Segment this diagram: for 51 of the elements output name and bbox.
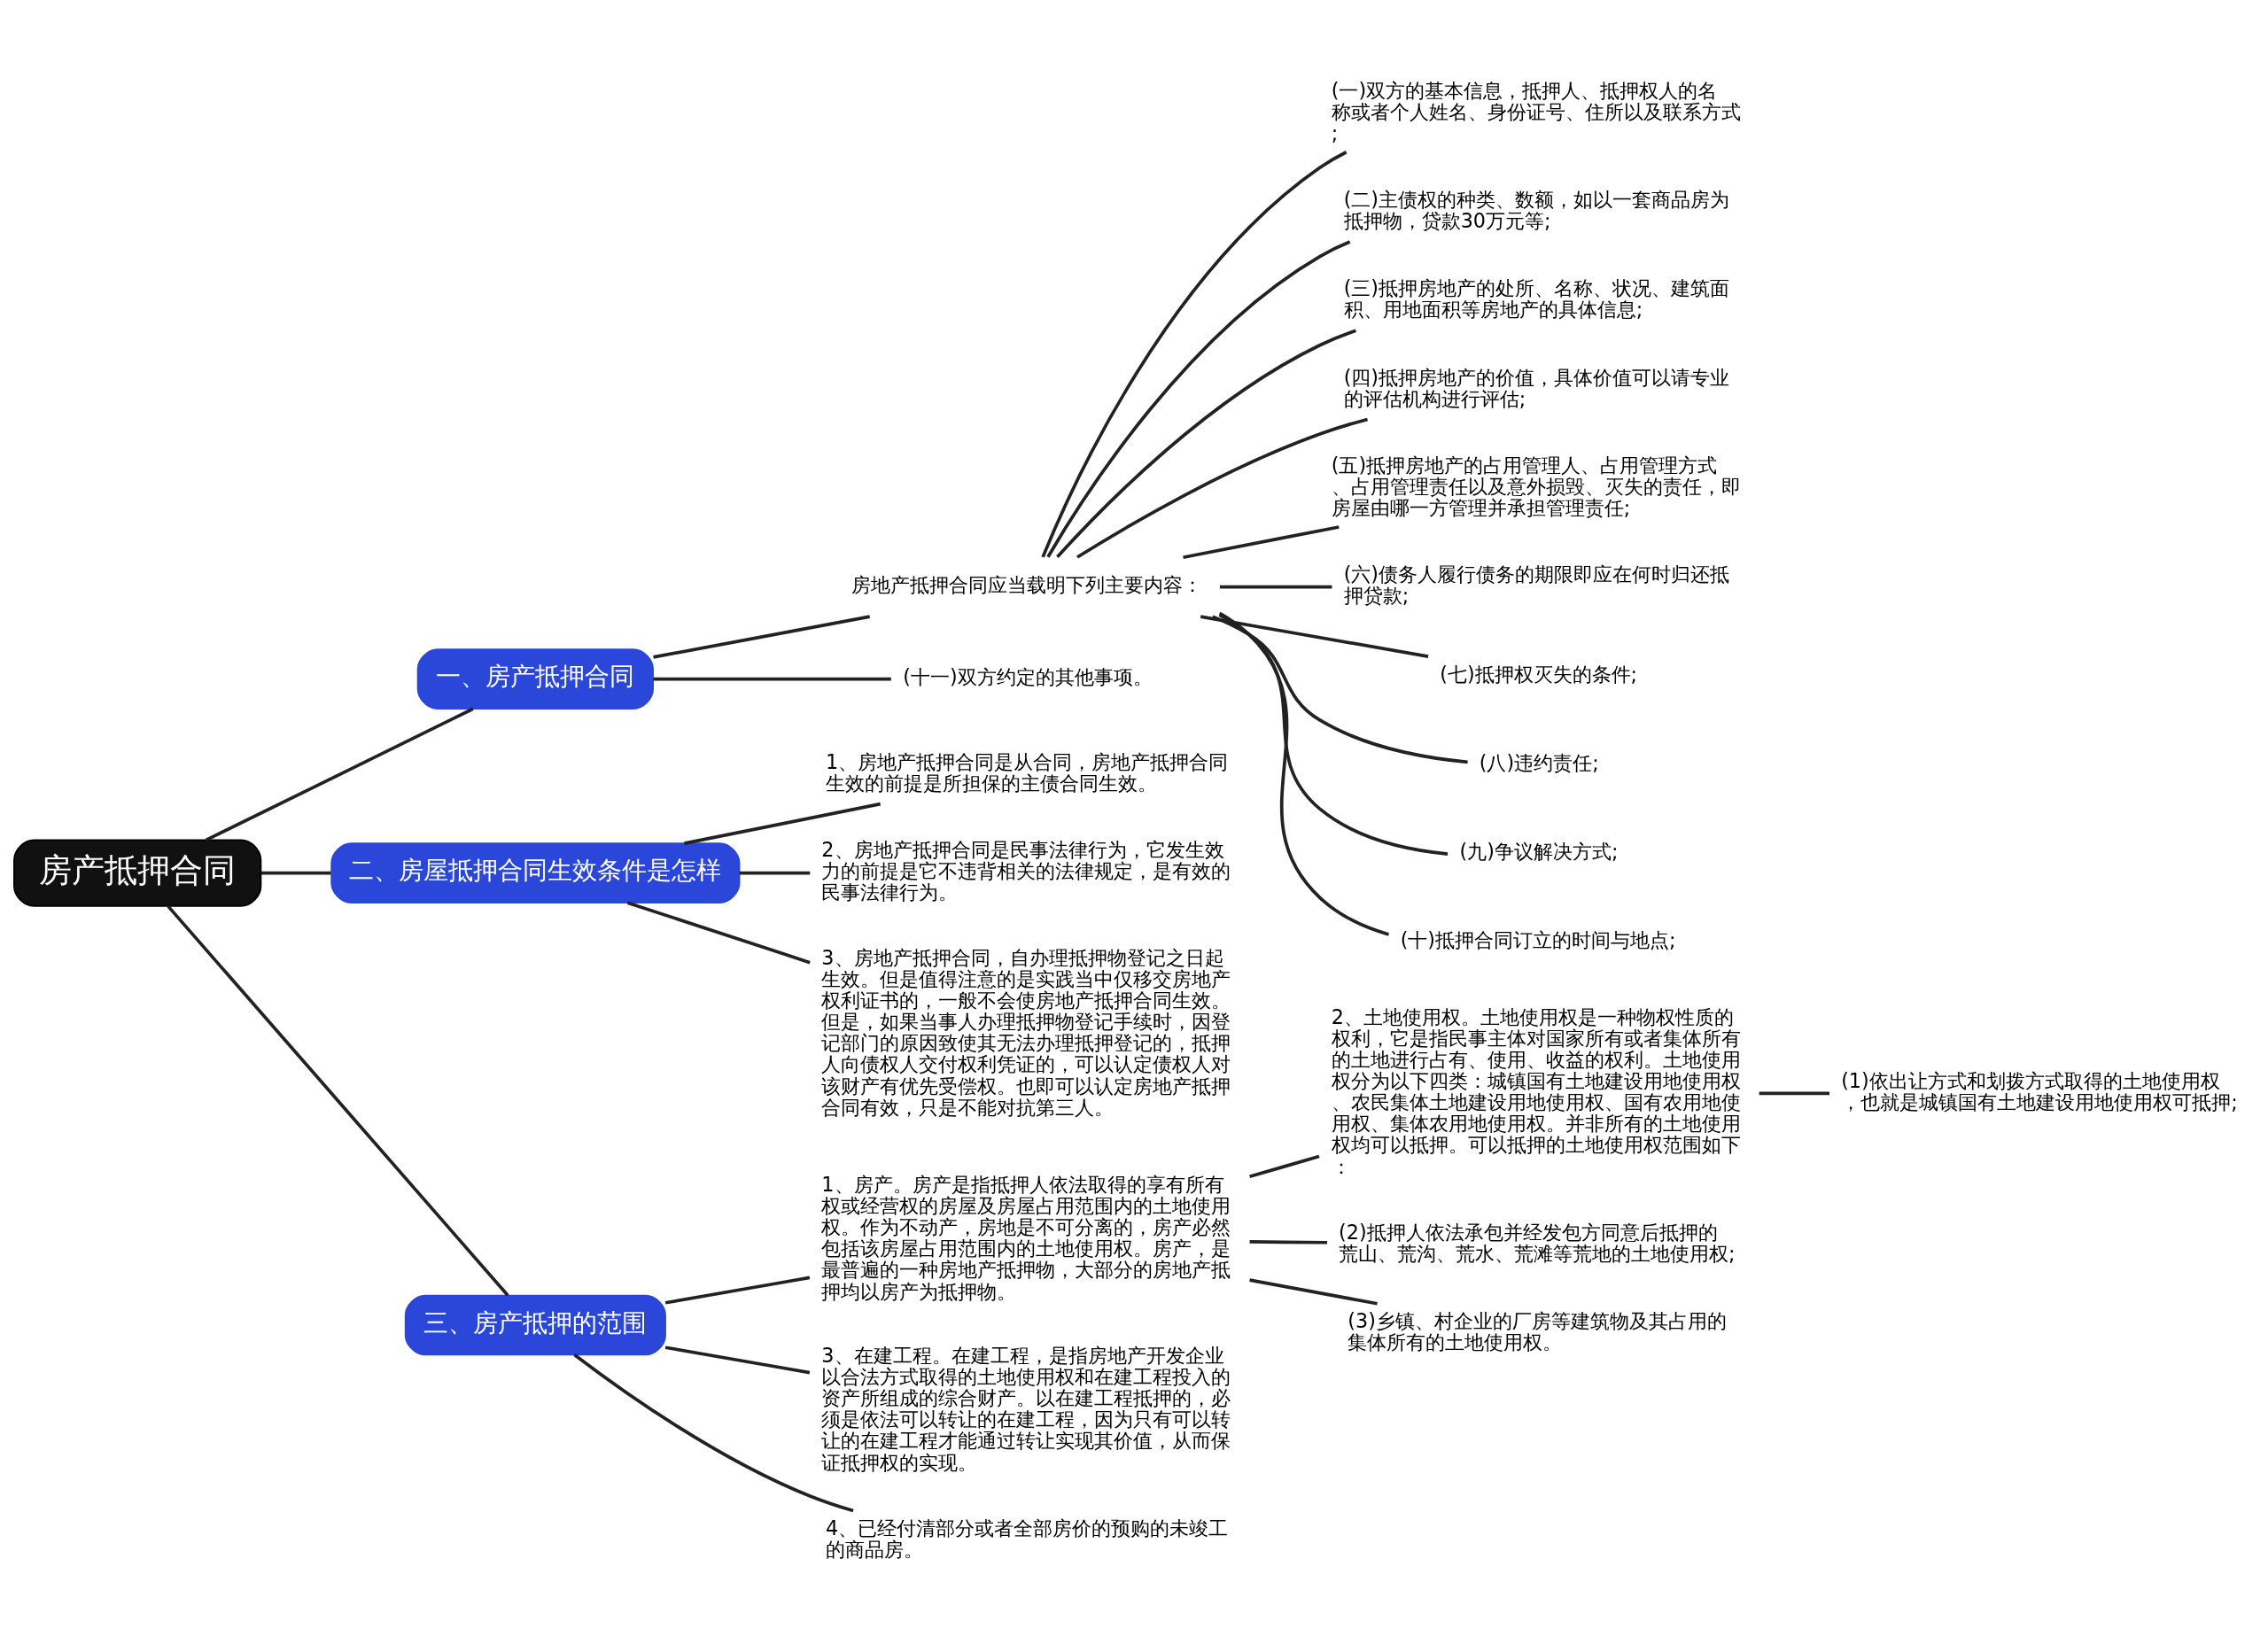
connector	[684, 802, 882, 845]
node-text: (六)债务人履行债务的期限即应在何时归还抵押贷款;	[1343, 562, 1730, 607]
connector	[1183, 524, 1340, 559]
connector	[1759, 1090, 1830, 1095]
node-box: 二、房屋抵押合同生效条件是怎样	[330, 841, 741, 903]
connector	[1046, 239, 1351, 558]
connector	[573, 1353, 854, 1512]
connector	[664, 1276, 811, 1305]
connector	[1218, 611, 1390, 936]
connector	[1218, 613, 1449, 856]
node-text: (1)依出让方式和划拨方式取得的土地使用权，也就是城镇国有土地建设用地使用权可抵押;	[1841, 1068, 2238, 1113]
node-text: 4、已经付清部分或者全部房价的预购的未竣工的商品房。	[825, 1516, 1229, 1561]
connector	[1219, 585, 1332, 588]
node-text: 3、在建工程。在建工程，是指房地产开发企业以合法方式取得的土地使用权和在建工程投入的资产所组成的综合财产。以在建工程抵押的，必须是依法可以转让的在建工程，因为只有可以转让的在建工程才能通过转让实现其价值，从而保证抵押权的实现。	[821, 1343, 1231, 1474]
node-text: (十一)双方约定的其他事项。	[903, 664, 1153, 688]
node-text: 2、土地使用权。土地使用权是一种物权性质的权利，它是指民事主体对国家所有或者集体所有的土地进行占有、使用、收益的权利。土地使用权分为以下四类：城镇国有土地建设用地使用权、农民集体土地建设用地使用权、国有农用地使用权、集体农用地使用权。并非所有的土地使用权均可以抵押。可以抵押的土地使用权范围如下：	[1331, 1004, 1741, 1178]
connector	[1249, 1154, 1320, 1178]
node-text: (二)主债权的种类、数额，如以一套商品房为抵押物，贷款30万元等;	[1343, 187, 1730, 232]
node-text: (八)违约责任;	[1479, 750, 1599, 774]
node-text: 房地产抵押合同应当载明下列主要内容：	[850, 572, 1202, 596]
node-text: (3)乡镇、村企业的厂房等建筑物及其占用的集体所有的土地使用权。	[1348, 1308, 1727, 1353]
connector	[664, 1345, 811, 1374]
node-text: 3、房地产抵押合同，自办理抵押物登记之日起生效。但是值得注意的是实践当中仅移交房地产权利证书的，一般不会使房地产抵押合同生效。但是，如果当事人办理抵押物登记手续时，因登记部门的原因致使其无法办理抵押登记的，抵押人向债权人交付权利凭证的，可以认定债权人对该财产有优先受偿权。也即可以认定房地产抵押合同有效，只是不能对抗第三人。	[821, 945, 1231, 1119]
connector	[653, 677, 891, 680]
connector	[1056, 329, 1357, 558]
node-text: (九)争议解决方式;	[1459, 839, 1619, 863]
connector	[626, 900, 811, 964]
node-box: 房产抵押合同	[13, 839, 262, 907]
connector	[1200, 614, 1429, 658]
node-text: (2)抵押人依法承包并经发包方同意后抵押的荒山、荒沟、荒水、荒滩等荒地的土地使用权;	[1339, 1220, 1736, 1265]
connector	[1249, 1239, 1328, 1245]
connector	[1076, 417, 1369, 559]
connector	[1212, 614, 1468, 764]
node-text: (一)双方的基本信息，抵押人、抵押权人的名称或者个人姓名、身份证号、住所以及联系方式;	[1331, 78, 1741, 144]
node-text: (七)抵押权灭失的条件;	[1440, 662, 1638, 686]
connector	[1041, 150, 1348, 558]
connector	[1249, 1277, 1378, 1306]
node-text: (十)抵押合同订立的时间与地点;	[1400, 927, 1676, 951]
connector	[260, 871, 331, 874]
node-text: (四)抵押房地产的价值，具体价值可以请专业的评估机构进行评估;	[1343, 365, 1730, 410]
connector	[739, 871, 811, 874]
node-text: 1、房地产抵押合同是从合同，房地产抵押合同生效的前提是所担保的主债合同生效。	[825, 749, 1229, 795]
node-text: 2、房地产抵押合同是民事法律行为，它发生效力的前提是它不违背相关的法律规定，是有效的民事法律行为。	[821, 837, 1231, 903]
node-text: (三)抵押房地产的处所、名称、状况、建筑面积、用地面积等房地产的具体信息;	[1343, 275, 1730, 321]
connector	[167, 904, 509, 1297]
node-box: 一、房产抵押合同	[416, 648, 654, 710]
node-text: 1、房产。房产是指抵押人依法取得的享有所有权或经营权的房屋及房屋占用范围内的土地使用权。作为不动产，房地是不可分离的，房产必然包括该房屋占用范围内的土地使用权。房产，是最普遍的一种房地产抵押物，大部分的房地产抵押均以房产为抵押物。	[821, 1172, 1231, 1303]
node-box: 三、房产抵押的范围	[404, 1294, 666, 1355]
connector	[205, 707, 474, 841]
connector	[653, 614, 871, 659]
node-text: (五)抵押房地产的占用管理人、占用管理方式、占用管理责任以及意外损毁、灭失的责任，即房屋由哪一方管理并承担管理责任;	[1331, 453, 1741, 519]
